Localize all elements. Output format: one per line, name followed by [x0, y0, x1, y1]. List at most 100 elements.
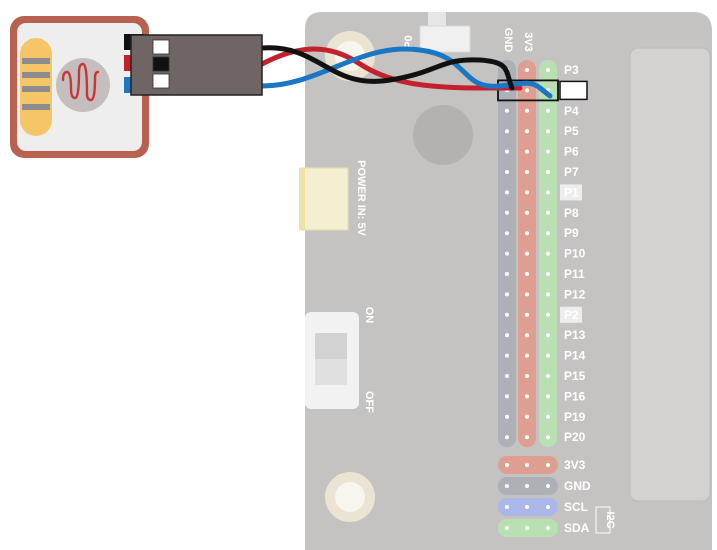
header-pin-hole	[505, 149, 509, 154]
header-gnd-label: GND	[502, 28, 514, 53]
pin-label: P2	[564, 308, 579, 322]
pin-label: P7	[564, 165, 579, 179]
header-pin-hole	[546, 68, 550, 72]
header-pin-hole	[505, 170, 509, 174]
resistor-icon	[20, 38, 52, 136]
header-pin-hole	[505, 292, 509, 297]
bus-pin-hole	[546, 505, 550, 509]
pin-label: P1	[564, 185, 579, 199]
top-label-p0: P0	[403, 35, 415, 48]
bus-pin-hole	[525, 484, 529, 488]
header-pin-hole	[505, 108, 509, 113]
header-pin-hole	[546, 333, 550, 338]
photoresistor-icon	[56, 58, 110, 112]
light-sensor-module	[10, 16, 149, 158]
pin-label: P5	[564, 124, 579, 138]
pin-label: P0	[564, 83, 579, 97]
i2c-label-box	[595, 506, 611, 534]
power-connector-side	[299, 168, 305, 230]
mount-hole-bottom	[325, 472, 375, 522]
header-pin-hole	[525, 210, 529, 215]
header-pin-hole	[525, 68, 529, 72]
header-pin-hole	[505, 312, 509, 317]
header-pin-hole	[525, 374, 529, 378]
bus-pin-label: SCL	[564, 500, 588, 514]
header-pin-hole	[505, 190, 509, 195]
pin-label: P10	[564, 247, 586, 261]
jumper-connector	[124, 34, 263, 96]
pin-label: P19	[564, 410, 586, 424]
pin-label: P8	[564, 206, 579, 220]
header-pin-hole	[525, 394, 529, 399]
bus-pin-hole	[505, 463, 509, 467]
header-pin-hole	[546, 251, 550, 256]
header-pin-hole	[505, 251, 509, 256]
header-pin-hole	[546, 108, 550, 113]
header-pin-hole	[546, 190, 550, 195]
header-pin-hole	[505, 210, 509, 215]
header-pin-hole	[505, 129, 509, 134]
header-pin-hole	[505, 272, 509, 276]
header-pin-hole	[505, 353, 509, 358]
bus-pin-hole	[505, 526, 509, 530]
header-pin-hole	[525, 312, 529, 317]
header-pin-hole	[546, 394, 550, 399]
selected-pin-label-box	[559, 80, 588, 101]
header-pin-hole	[546, 353, 550, 358]
pin-label: P15	[564, 369, 586, 383]
pin-label: P13	[564, 328, 586, 342]
power-switch-knob-top	[315, 333, 347, 359]
bus-pin-hole	[525, 505, 529, 509]
header-pin-hole	[546, 374, 550, 378]
header-pin-hole	[505, 231, 509, 236]
header-pin-hole	[546, 170, 550, 174]
bus-pin-hole	[525, 463, 529, 467]
header-pin-hole	[505, 414, 509, 419]
pin-label-box	[560, 306, 582, 323]
bus-pin-hole	[525, 526, 529, 530]
bus-pin-hole	[546, 463, 550, 467]
header-pin-hole	[505, 435, 509, 440]
wire-black	[259, 45, 515, 91]
pin-label: P11	[564, 267, 585, 281]
pin-label: P3	[564, 63, 579, 77]
i2c-label: I2C	[604, 511, 616, 528]
edge-connector-slot	[629, 47, 711, 502]
header-pin-hole	[546, 272, 550, 276]
header-pin-hole	[525, 292, 529, 297]
header-pin-hole	[525, 129, 529, 134]
pin-label: P20	[564, 430, 586, 444]
switch-on-label: ON	[363, 307, 375, 324]
pin-label: P16	[564, 389, 586, 403]
header-pin-hole	[525, 170, 529, 174]
bus-pin-label: GND	[564, 479, 591, 493]
buzzer	[413, 105, 473, 165]
header-pin-hole	[525, 88, 529, 93]
header-pin-hole	[505, 374, 509, 378]
header-pin-hole	[546, 414, 550, 419]
header-pin-hole	[525, 435, 529, 440]
header-pin-hole	[505, 333, 509, 338]
header-pin-hole	[505, 394, 509, 399]
power-label: POWER IN: 5V	[355, 160, 367, 236]
bus-pin-hole	[505, 484, 509, 488]
header-pin-hole	[546, 231, 550, 236]
pin-label: P9	[564, 226, 579, 240]
header-pin-hole	[546, 435, 550, 440]
bus-pin-hole	[546, 526, 550, 530]
header-3v3-label: 3V3	[522, 32, 534, 52]
pin-header: P3P0P4P5P6P7P1P8P9P10P11P12P2P13P14P15P1…	[497, 60, 588, 448]
pin-label: P12	[564, 287, 586, 301]
bus-pin-hole	[546, 484, 550, 488]
header-pin-hole	[525, 414, 529, 419]
pin-label-box	[560, 184, 582, 201]
header-pin-hole	[525, 231, 529, 236]
bus-pin-label: SDA	[564, 521, 590, 535]
top-connector-tab	[428, 12, 446, 28]
header-pin-hole	[546, 292, 550, 297]
top-connector	[419, 25, 471, 53]
header-pin-hole	[546, 149, 550, 154]
header-pin-hole	[525, 272, 529, 276]
pin-label: P4	[564, 104, 579, 118]
